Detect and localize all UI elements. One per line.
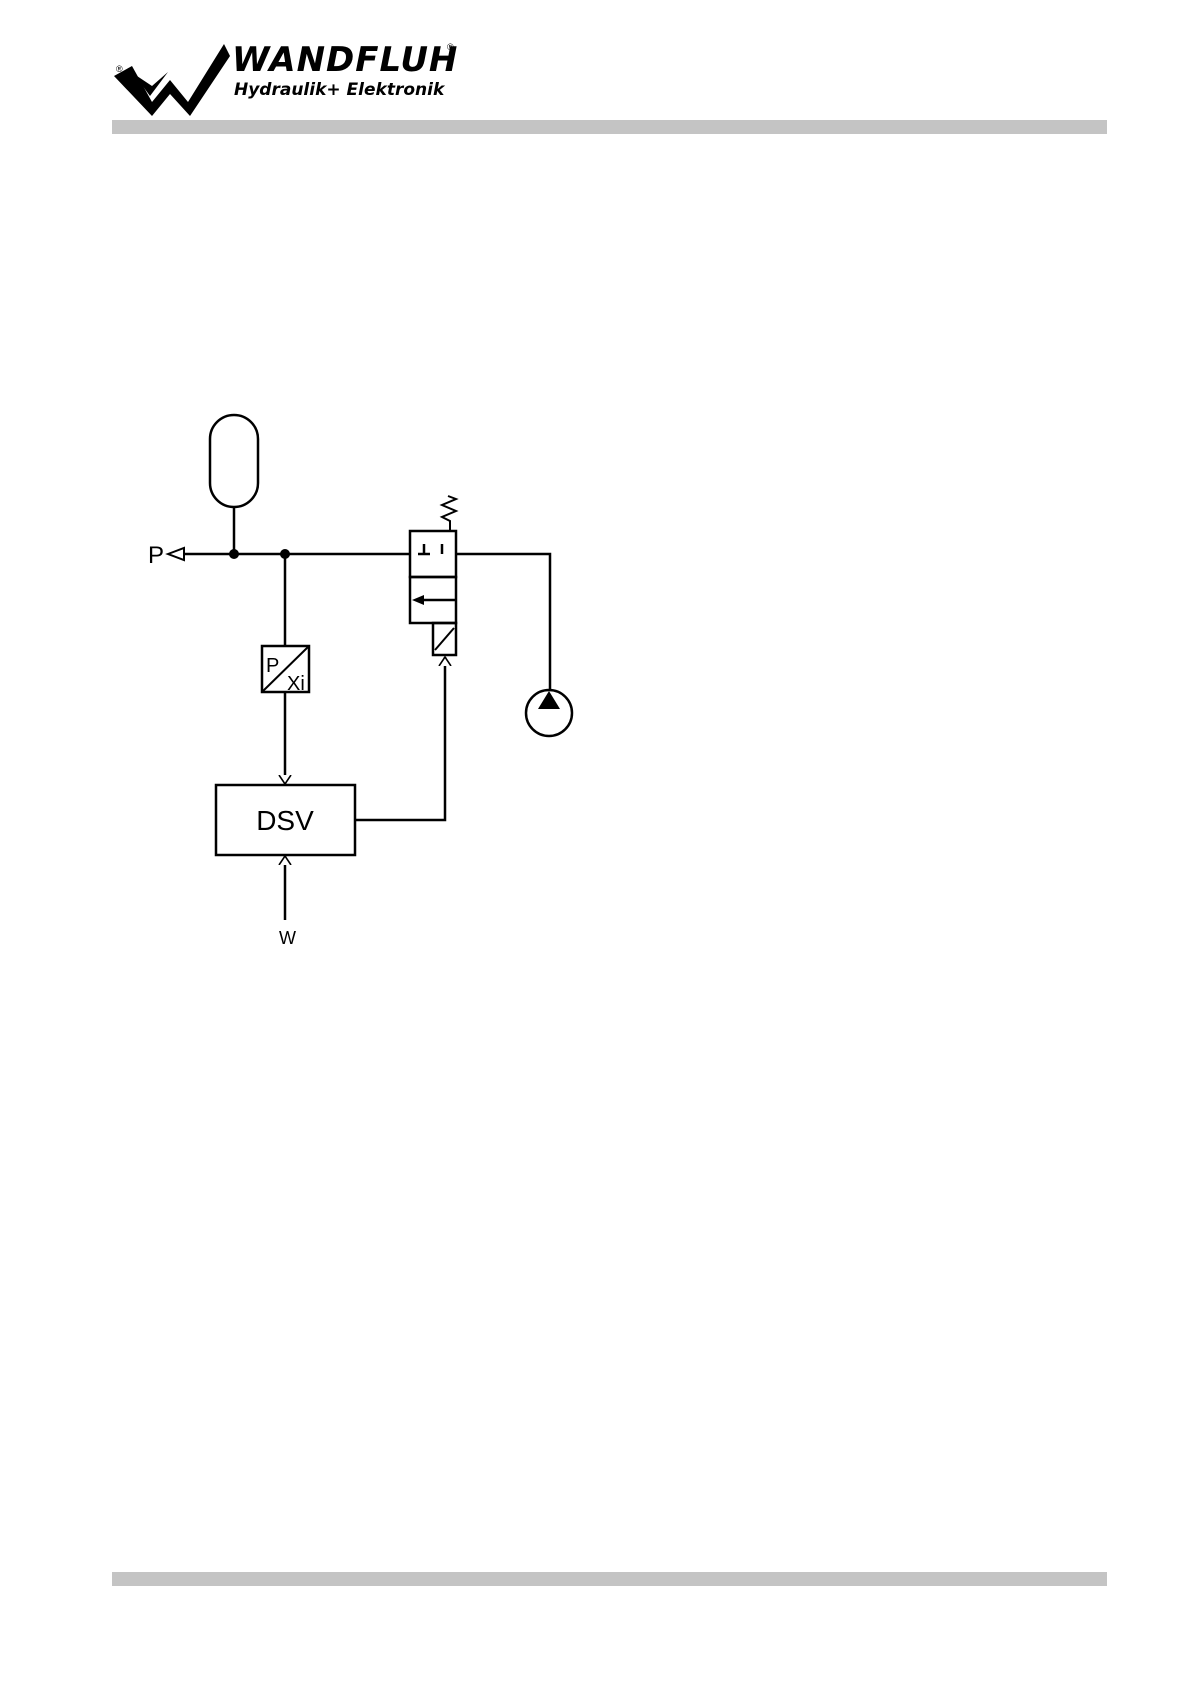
port-p-arrow xyxy=(168,548,184,560)
footer-rule xyxy=(112,1572,1107,1586)
dsv-controller-label: DSV xyxy=(256,805,314,836)
transducer-label-xi: Xi xyxy=(287,673,305,695)
port-p-label: P xyxy=(148,542,164,569)
setpoint-label: W xyxy=(279,928,296,948)
junction-dot-accumulator xyxy=(229,549,239,559)
pump-line xyxy=(456,554,550,690)
directional-valve xyxy=(410,531,456,655)
valve-spring-icon xyxy=(442,496,456,531)
control-output-line xyxy=(355,657,445,820)
accumulator-symbol xyxy=(210,415,258,507)
transducer-label-p: P xyxy=(266,655,279,677)
pump-symbol xyxy=(526,690,572,736)
